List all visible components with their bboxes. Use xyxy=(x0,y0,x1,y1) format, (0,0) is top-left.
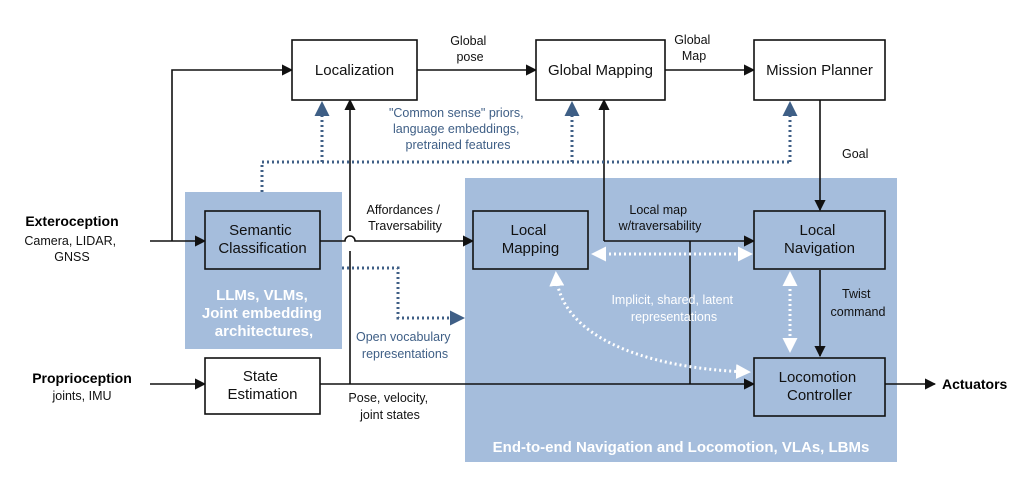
global-map-label: Global Map xyxy=(674,33,714,63)
node-semantic-line-1: Semantic xyxy=(229,222,292,239)
node-localization-line-1: Localization xyxy=(315,62,394,79)
node-locomotion-line-2: Controller xyxy=(787,387,852,404)
svg-text:Local Navigation: Local Navigation xyxy=(784,222,855,257)
svg-text:Mission Planner: Mission Planner xyxy=(766,62,873,79)
common-sense-label: "Common sense" priors, language embeddin… xyxy=(389,106,527,152)
node-locomotion-line-1: Locomotion xyxy=(779,369,857,386)
global-pose-label: Global pose xyxy=(450,34,490,64)
node-localization[interactable]: Localization xyxy=(291,39,418,101)
exteroception-sub: Camera, LIDAR, GNSS xyxy=(24,234,119,264)
semantic-region-label: LLMs, VLMs, Joint embedding architecture… xyxy=(202,287,326,340)
actuators-label: Actuators xyxy=(942,376,1008,392)
node-state-estimation[interactable]: State Estimation xyxy=(204,357,321,415)
node-state-estimation-line-1: State xyxy=(243,368,278,385)
node-global-mapping-line-1: Global Mapping xyxy=(548,62,653,79)
affordances-label: Affordances / Traversability xyxy=(367,203,444,233)
svg-text:Locomotion Controller: Locomotion Controller xyxy=(779,369,861,404)
end-to-end-label: End-to-end Navigation and Locomotion, VL… xyxy=(493,439,870,456)
node-local-mapping-line-1: Local xyxy=(510,222,546,239)
node-semantic-classification[interactable]: Semantic Classification xyxy=(204,210,321,270)
exteroception-title: Exteroception xyxy=(25,213,118,229)
svg-text:State Estimation: State Estimation xyxy=(227,368,297,403)
dotted-white-connectors xyxy=(549,246,798,380)
local-map-label: Local map w/traversability xyxy=(618,203,702,233)
dotted-blue-connectors xyxy=(260,101,798,326)
svg-text:Localization: Localization xyxy=(315,62,394,79)
proprioception-title: Proprioception xyxy=(32,370,132,386)
svg-text:Global Mapping: Global Mapping xyxy=(548,62,653,79)
node-semantic-line-2: Classification xyxy=(218,240,306,257)
twist-command-label: Twist command xyxy=(831,287,886,319)
node-locomotion-controller[interactable]: Locomotion Controller xyxy=(753,357,886,417)
pose-velocity-label: Pose, velocity, joint states xyxy=(348,391,431,422)
svg-text:Local Mapping: Local Mapping xyxy=(502,222,560,257)
node-local-navigation[interactable]: Local Navigation xyxy=(753,210,886,270)
open-vocab-label: Open vocabulary representations xyxy=(356,330,454,361)
node-local-navigation-line-2: Navigation xyxy=(784,240,855,257)
goal-label: Goal xyxy=(842,147,868,161)
node-local-mapping[interactable]: Local Mapping xyxy=(472,210,589,270)
node-local-mapping-line-2: Mapping xyxy=(502,240,560,257)
node-global-mapping[interactable]: Global Mapping xyxy=(535,39,666,101)
svg-text:Semantic Classification: Semantic Classification xyxy=(218,222,306,257)
node-state-estimation-line-2: Estimation xyxy=(227,386,297,403)
proprioception-sub: joints, IMU xyxy=(51,389,111,403)
node-mission-planner-line-1: Mission Planner xyxy=(766,62,873,79)
implicit-label: Implicit, shared, latent representations xyxy=(611,293,736,324)
node-mission-planner[interactable]: Mission Planner xyxy=(753,39,886,101)
node-local-navigation-line-1: Local xyxy=(799,222,835,239)
